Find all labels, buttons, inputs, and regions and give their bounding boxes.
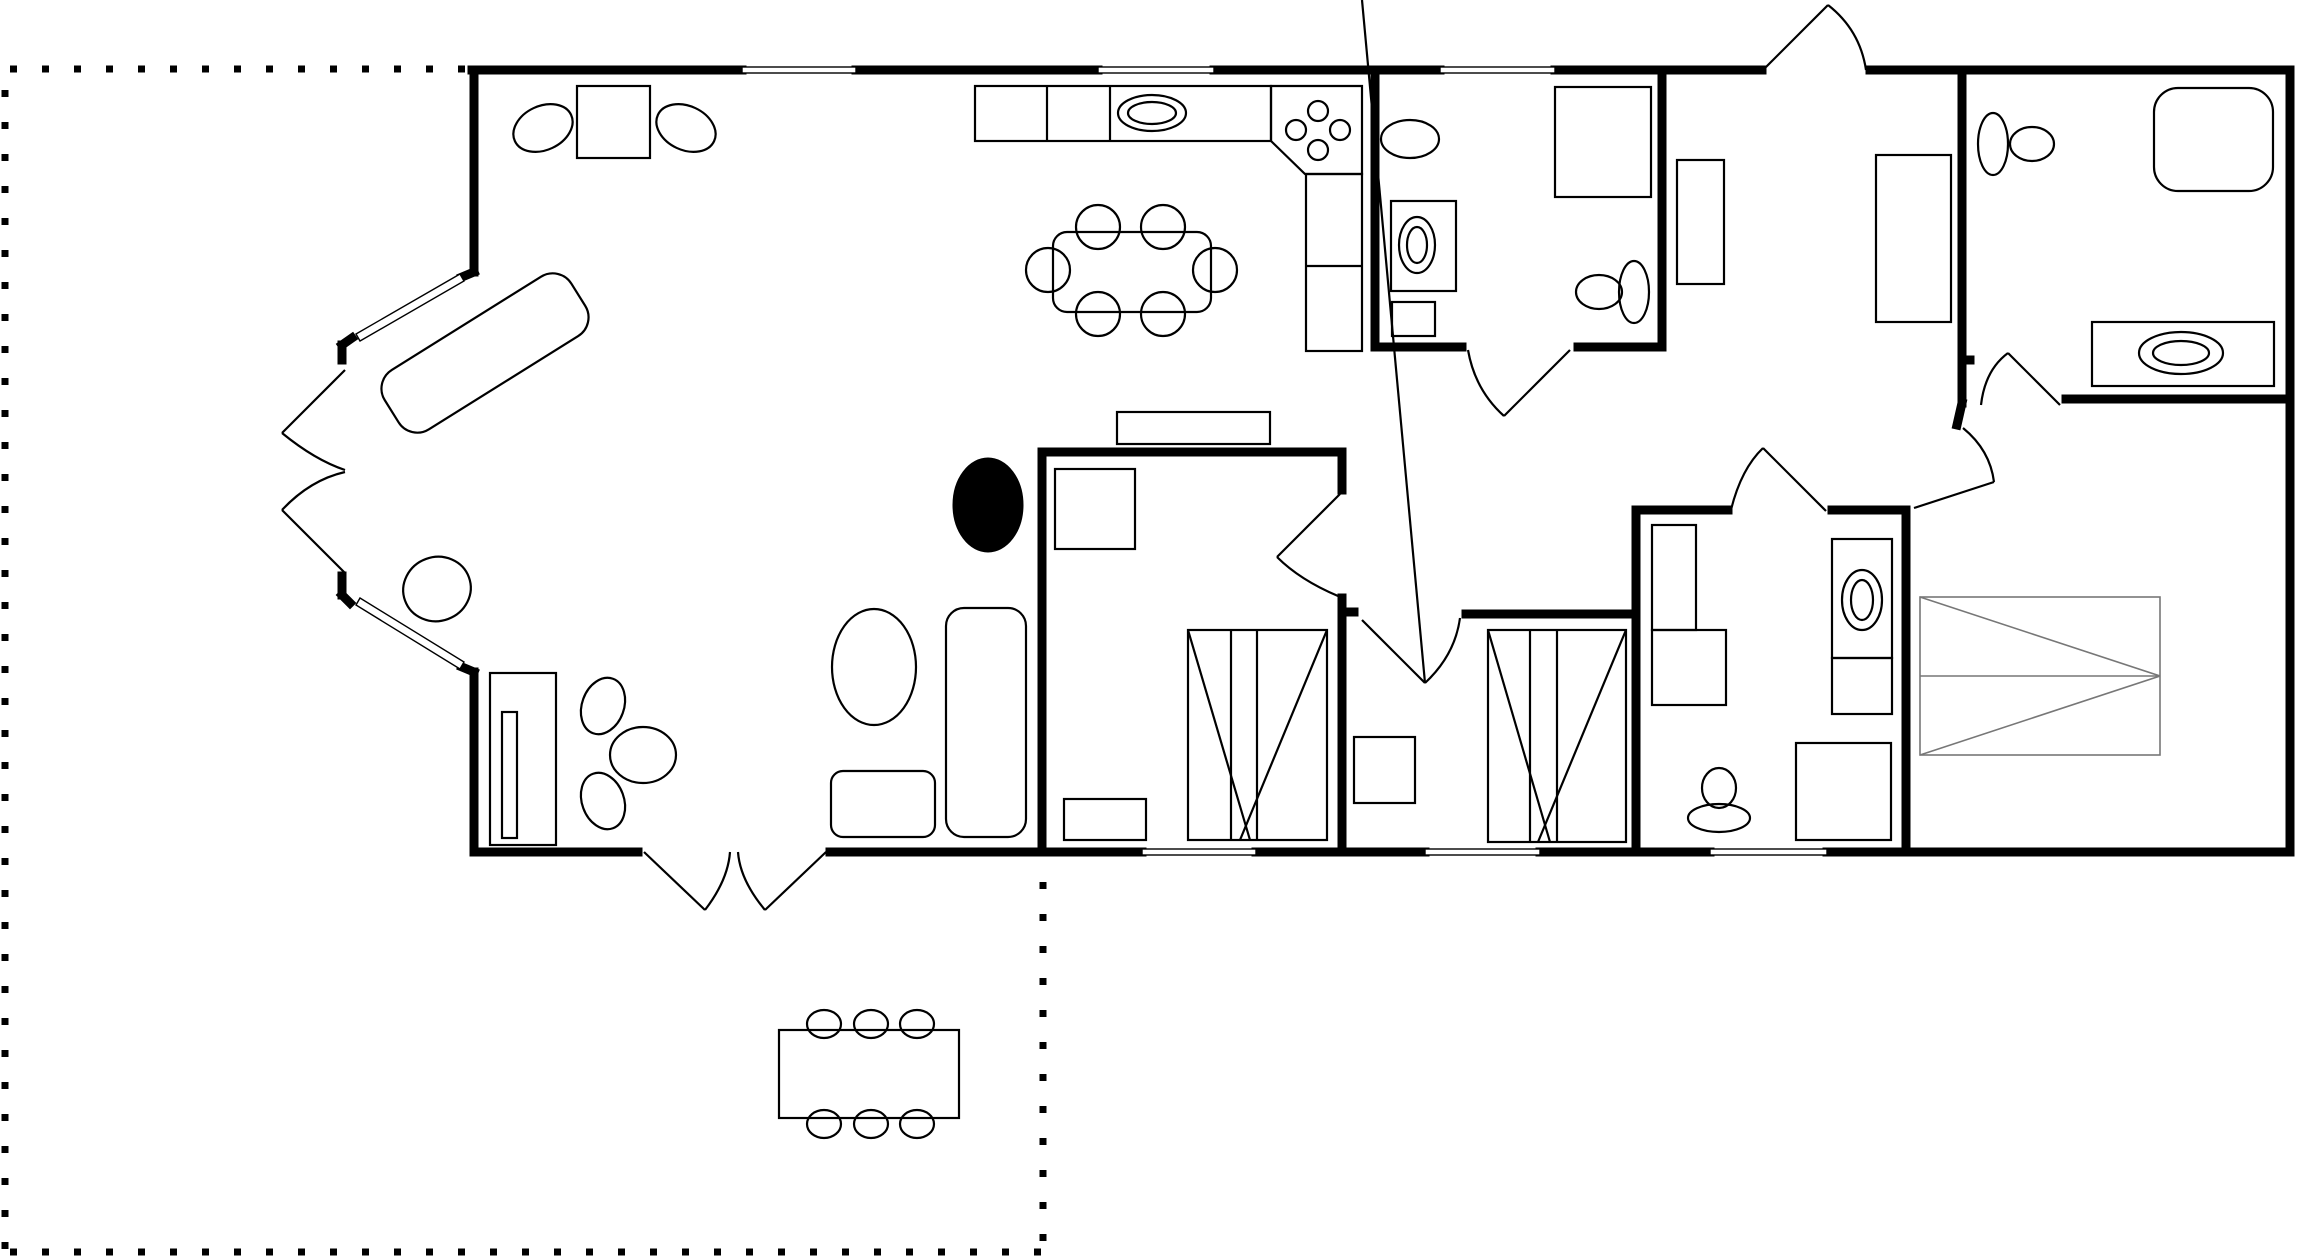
bathroom-2-furniture [1650,523,1894,842]
window-icon [1439,66,1556,74]
chair-icon [1139,290,1187,338]
shower-icon [1553,85,1653,199]
cabinet [1053,467,1137,551]
stove-icon [952,457,1024,553]
living-furniture [380,84,1364,847]
bed-icon [1186,628,1329,842]
shower-icon [2152,86,2275,193]
chair-icon [1191,246,1239,294]
bedroom-2-furniture [1352,628,1628,844]
bedroom-3-furniture [1919,596,2161,756]
chair-icon [1139,203,1187,251]
window-icon [1097,66,1215,74]
door-swing-icon [1764,4,1868,71]
door-swing-icon [1913,427,1996,510]
sink-icon [2090,320,2276,388]
windows [355,66,1828,856]
bathroom-1-furniture [1976,86,2276,388]
dining-table-icon [777,1028,961,1120]
kitchen-counter [973,84,1364,176]
chair-icon [898,1008,936,1040]
bed-icon [1919,596,2161,756]
chair-icon [852,1008,890,1040]
window-icon [355,273,465,342]
chair-icon [608,725,678,785]
bed-icon [1486,628,1628,844]
sofa-icon [380,272,590,434]
window-icon [1424,848,1541,856]
chair-icon [852,1108,890,1140]
walls [335,65,2295,857]
wc-1-furniture [1379,85,1653,338]
window-icon [1141,848,1257,856]
sideboard [1115,410,1272,446]
door-swing-icon [1979,352,2061,406]
bedroom-1-furniture [1053,467,1329,842]
storage-box [1390,300,1437,338]
tv-cabinet [488,671,558,847]
sofa-icon [829,769,937,839]
terrace-dining-table [777,1008,961,1140]
sink-icon [1389,199,1458,293]
desk [1062,797,1148,842]
chair-icon [402,555,472,623]
armchair-group [512,84,717,160]
hall-furniture [1675,153,1953,324]
cabinet [1675,158,1726,286]
doors [281,0,2061,911]
sofa-icon [944,606,1028,839]
chair-icon [655,103,717,153]
coffee-table [830,607,918,727]
cabinet [1874,153,1953,324]
chair-icon [1074,290,1122,338]
dining-table-icon [1024,203,1239,338]
cabinet [1352,735,1417,805]
window-icon [355,597,465,670]
chair-icon [579,676,627,736]
door-swing-icon [1276,493,1341,598]
chair-icon [805,1008,843,1040]
window-icon [1709,848,1828,856]
chair-icon [898,1108,936,1140]
toilet-icon [1686,766,1752,834]
shower-icon [1794,741,1893,842]
toilet-icon [1574,259,1651,325]
chair-icon [1074,203,1122,251]
door-swing-icon [643,851,827,911]
door-swing-icon [1728,447,1827,515]
terrace-boundary [1,65,1047,1256]
toilet-icon [1976,111,2056,177]
stove-icon [1284,99,1352,162]
door-swing-icon [1466,349,1571,417]
sink-icon [1116,93,1188,133]
side-table [575,84,652,160]
door-swing-icon [281,369,346,574]
chair-icon [579,771,627,831]
window-icon [741,66,857,74]
chair-icon [512,103,574,153]
kitchen-side-counter [1304,172,1364,353]
chair-icon [1024,246,1072,294]
toilet-icon [1379,118,1441,160]
chair-icon [805,1108,843,1140]
kitchenette-counter [1650,523,1728,707]
door-swing-icon [1360,0,1462,684]
sink-icon [1830,537,1894,716]
